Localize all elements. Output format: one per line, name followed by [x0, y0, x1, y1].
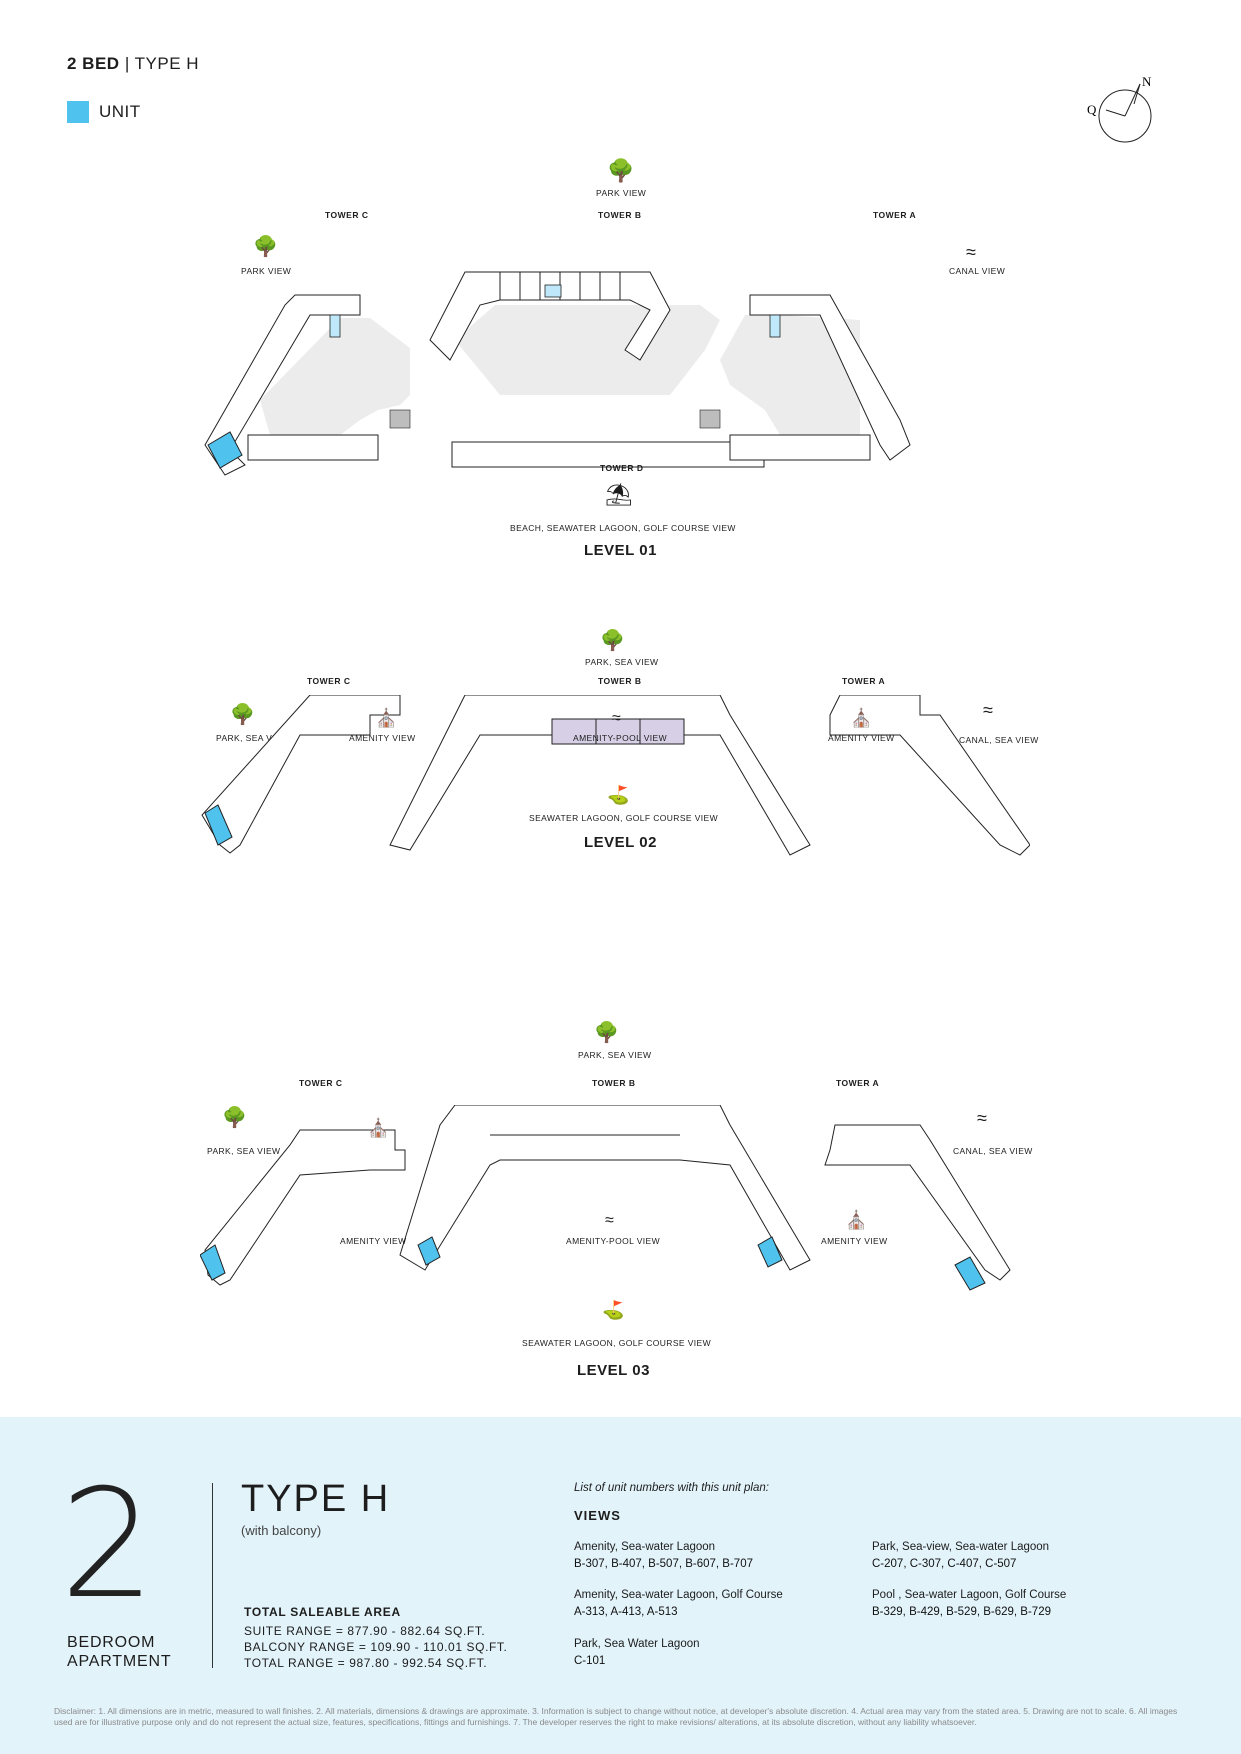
suite-range: SUITE RANGE = 877.90 - 882.64 SQ.FT. — [244, 1624, 486, 1638]
tower-c-label: TOWER C — [325, 210, 369, 220]
view-label-left: PARK VIEW — [241, 266, 292, 276]
tower-b-label: TOWER B — [598, 676, 642, 686]
total-range: TOTAL RANGE = 987.80 - 992.54 SQ.FT. — [244, 1656, 488, 1670]
compass-icon: N Q — [1082, 74, 1162, 149]
view-group-units: C-207, C-307, C-407, C-507 — [872, 1558, 1017, 1570]
compass-north: N — [1142, 74, 1152, 89]
views-heading: VIEWS — [574, 1508, 621, 1523]
view-label-bottom: BEACH, SEAWATER LAGOON, GOLF COURSE VIEW — [510, 523, 736, 533]
tower-a-label: TOWER A — [873, 210, 917, 220]
level-02-plan: 🌳 PARK, SEA VIEW TOWER C TOWER B TOWER A… — [0, 620, 1241, 960]
level-03-floorplan — [200, 1105, 1011, 1291]
bedroom-count: 2 — [60, 1458, 155, 1632]
divider — [212, 1483, 213, 1668]
tree-icon: 🌳 — [253, 236, 278, 258]
tree-icon: 🌳 — [600, 630, 625, 652]
view-label-bottom: SEAWATER LAGOON, GOLF COURSE VIEW — [529, 813, 719, 823]
tree-icon: 🌳 — [222, 1107, 247, 1129]
view-group: Amenity, Sea-water Lagoon B-307, B-407, … — [574, 1541, 753, 1570]
view-group-title: Amenity, Sea-water Lagoon — [574, 1541, 716, 1553]
view-group-title: Park, Sea-view, Sea-water Lagoon — [872, 1541, 1050, 1553]
pool-icon: ≈ — [612, 710, 621, 727]
tower-a-label: TOWER A — [842, 676, 886, 686]
view-label-left: PARK, SEA VIEW — [216, 733, 290, 743]
type-heading: TYPE H — [241, 1478, 391, 1520]
view-label-right: CANAL, SEA VIEW — [953, 1146, 1033, 1156]
compass-q: Q — [1087, 102, 1097, 117]
view-label-left: PARK, SEA VIEW — [207, 1146, 281, 1156]
amenity-icon: ⛪ — [845, 1210, 868, 1230]
view-group-units: C-101 — [574, 1655, 606, 1667]
level-01-title: LEVEL 01 — [584, 542, 657, 559]
view-label-pool: AMENITY-POOL VIEW — [573, 733, 668, 743]
sea-icon: ≈ — [983, 700, 993, 720]
view-group: Park, Sea Water Lagoon C-101 — [574, 1638, 700, 1667]
view-group-title: Park, Sea Water Lagoon — [574, 1638, 700, 1650]
balcony-note: (with balcony) — [241, 1523, 322, 1538]
umbrella-icon: ⛱ — [605, 482, 633, 507]
sea-icon: ≈ — [977, 1108, 987, 1128]
unit-swatch — [67, 101, 89, 123]
amenity-icon: ⛪ — [367, 1118, 390, 1138]
info-panel — [0, 1417, 1241, 1754]
view-label-right: CANAL, SEA VIEW — [959, 735, 1039, 745]
tower-b-label: TOWER B — [592, 1078, 636, 1088]
view-label-amenity-left: AMENITY VIEW — [349, 733, 416, 743]
bedroom-apartment-label: BEDROOM APARTMENT — [67, 1633, 171, 1671]
disclaimer: Disclaimer: 1. All dimensions are in met… — [54, 1706, 1178, 1727]
canal-icon: ≈ — [966, 242, 976, 262]
amenity-icon: ⛪ — [375, 708, 398, 728]
tower-d-label: TOWER D — [600, 463, 644, 473]
apartment-label: APARTMENT — [67, 1653, 172, 1670]
level-03-title: LEVEL 03 — [577, 1362, 650, 1379]
lagoon-icon: ⛳ — [607, 785, 630, 805]
level-02-title: LEVEL 02 — [584, 834, 657, 851]
balcony-range: BALCONY RANGE = 109.90 - 110.01 SQ.FT. — [244, 1640, 508, 1654]
legend: UNIT — [67, 101, 141, 123]
bed-label: 2 BED — [67, 54, 120, 73]
tower-b-label: TOWER B — [598, 210, 642, 220]
view-label-amenity-right: AMENITY VIEW — [828, 733, 895, 743]
view-group-units: A-313, A-413, A-513 — [574, 1606, 678, 1618]
unit-list-header: List of unit numbers with this unit plan… — [574, 1482, 769, 1494]
tree-icon: 🌳 — [594, 1022, 619, 1044]
lagoon-icon: ⛳ — [602, 1300, 625, 1320]
tower-c-label: TOWER C — [299, 1078, 343, 1088]
total-saleable-area-heading: TOTAL SALEABLE AREA — [244, 1605, 401, 1619]
page-title: 2 BED | TYPE H — [67, 54, 199, 74]
tower-c-label: TOWER C — [307, 676, 351, 686]
view-label-bottom: SEAWATER LAGOON, GOLF COURSE VIEW — [522, 1338, 712, 1348]
view-group-title: Pool , Sea-water Lagoon, Golf Course — [872, 1589, 1067, 1601]
view-label-top: PARK, SEA VIEW — [578, 1050, 652, 1060]
legend-label: UNIT — [99, 102, 141, 121]
view-group: Amenity, Sea-water Lagoon, Golf Course A… — [574, 1589, 783, 1618]
view-group: Park, Sea-view, Sea-water Lagoon C-207, … — [872, 1541, 1049, 1570]
pool-icon: ≈ — [605, 1212, 614, 1229]
level-01-plan: 🌳 PARK VIEW TOWER C TOWER B TOWER A 🌳 PA… — [0, 150, 1241, 570]
tower-a-label: TOWER A — [836, 1078, 880, 1088]
view-label-top: PARK, SEA VIEW — [585, 657, 659, 667]
view-label-top: PARK VIEW — [596, 188, 647, 198]
view-label-amenity-left: AMENITY VIEW — [340, 1236, 407, 1246]
tree-icon: 🌳 — [230, 704, 255, 726]
view-group-title: Amenity, Sea-water Lagoon, Golf Course — [574, 1589, 783, 1601]
amenity-icon: ⛪ — [850, 708, 873, 728]
view-group-units: B-329, B-429, B-529, B-629, B-729 — [872, 1606, 1051, 1618]
tree-icon: 🌳 — [607, 158, 635, 183]
level-01-floorplan — [204, 271, 911, 476]
level-02-floorplan — [201, 695, 1030, 856]
view-label-amenity-right: AMENITY VIEW — [821, 1236, 888, 1246]
title-separator: | — [124, 54, 130, 73]
level-03-plan: 🌳 PARK, SEA VIEW TOWER C TOWER B TOWER A… — [0, 1020, 1241, 1390]
view-label-pool: AMENITY-POOL VIEW — [566, 1236, 661, 1246]
bedroom-label: BEDROOM — [67, 1634, 156, 1651]
type-label: TYPE H — [134, 54, 200, 73]
view-group-units: B-307, B-407, B-507, B-607, B-707 — [574, 1558, 753, 1570]
view-label-right: CANAL VIEW — [949, 266, 1006, 276]
view-group: Pool , Sea-water Lagoon, Golf Course B-3… — [872, 1589, 1066, 1618]
